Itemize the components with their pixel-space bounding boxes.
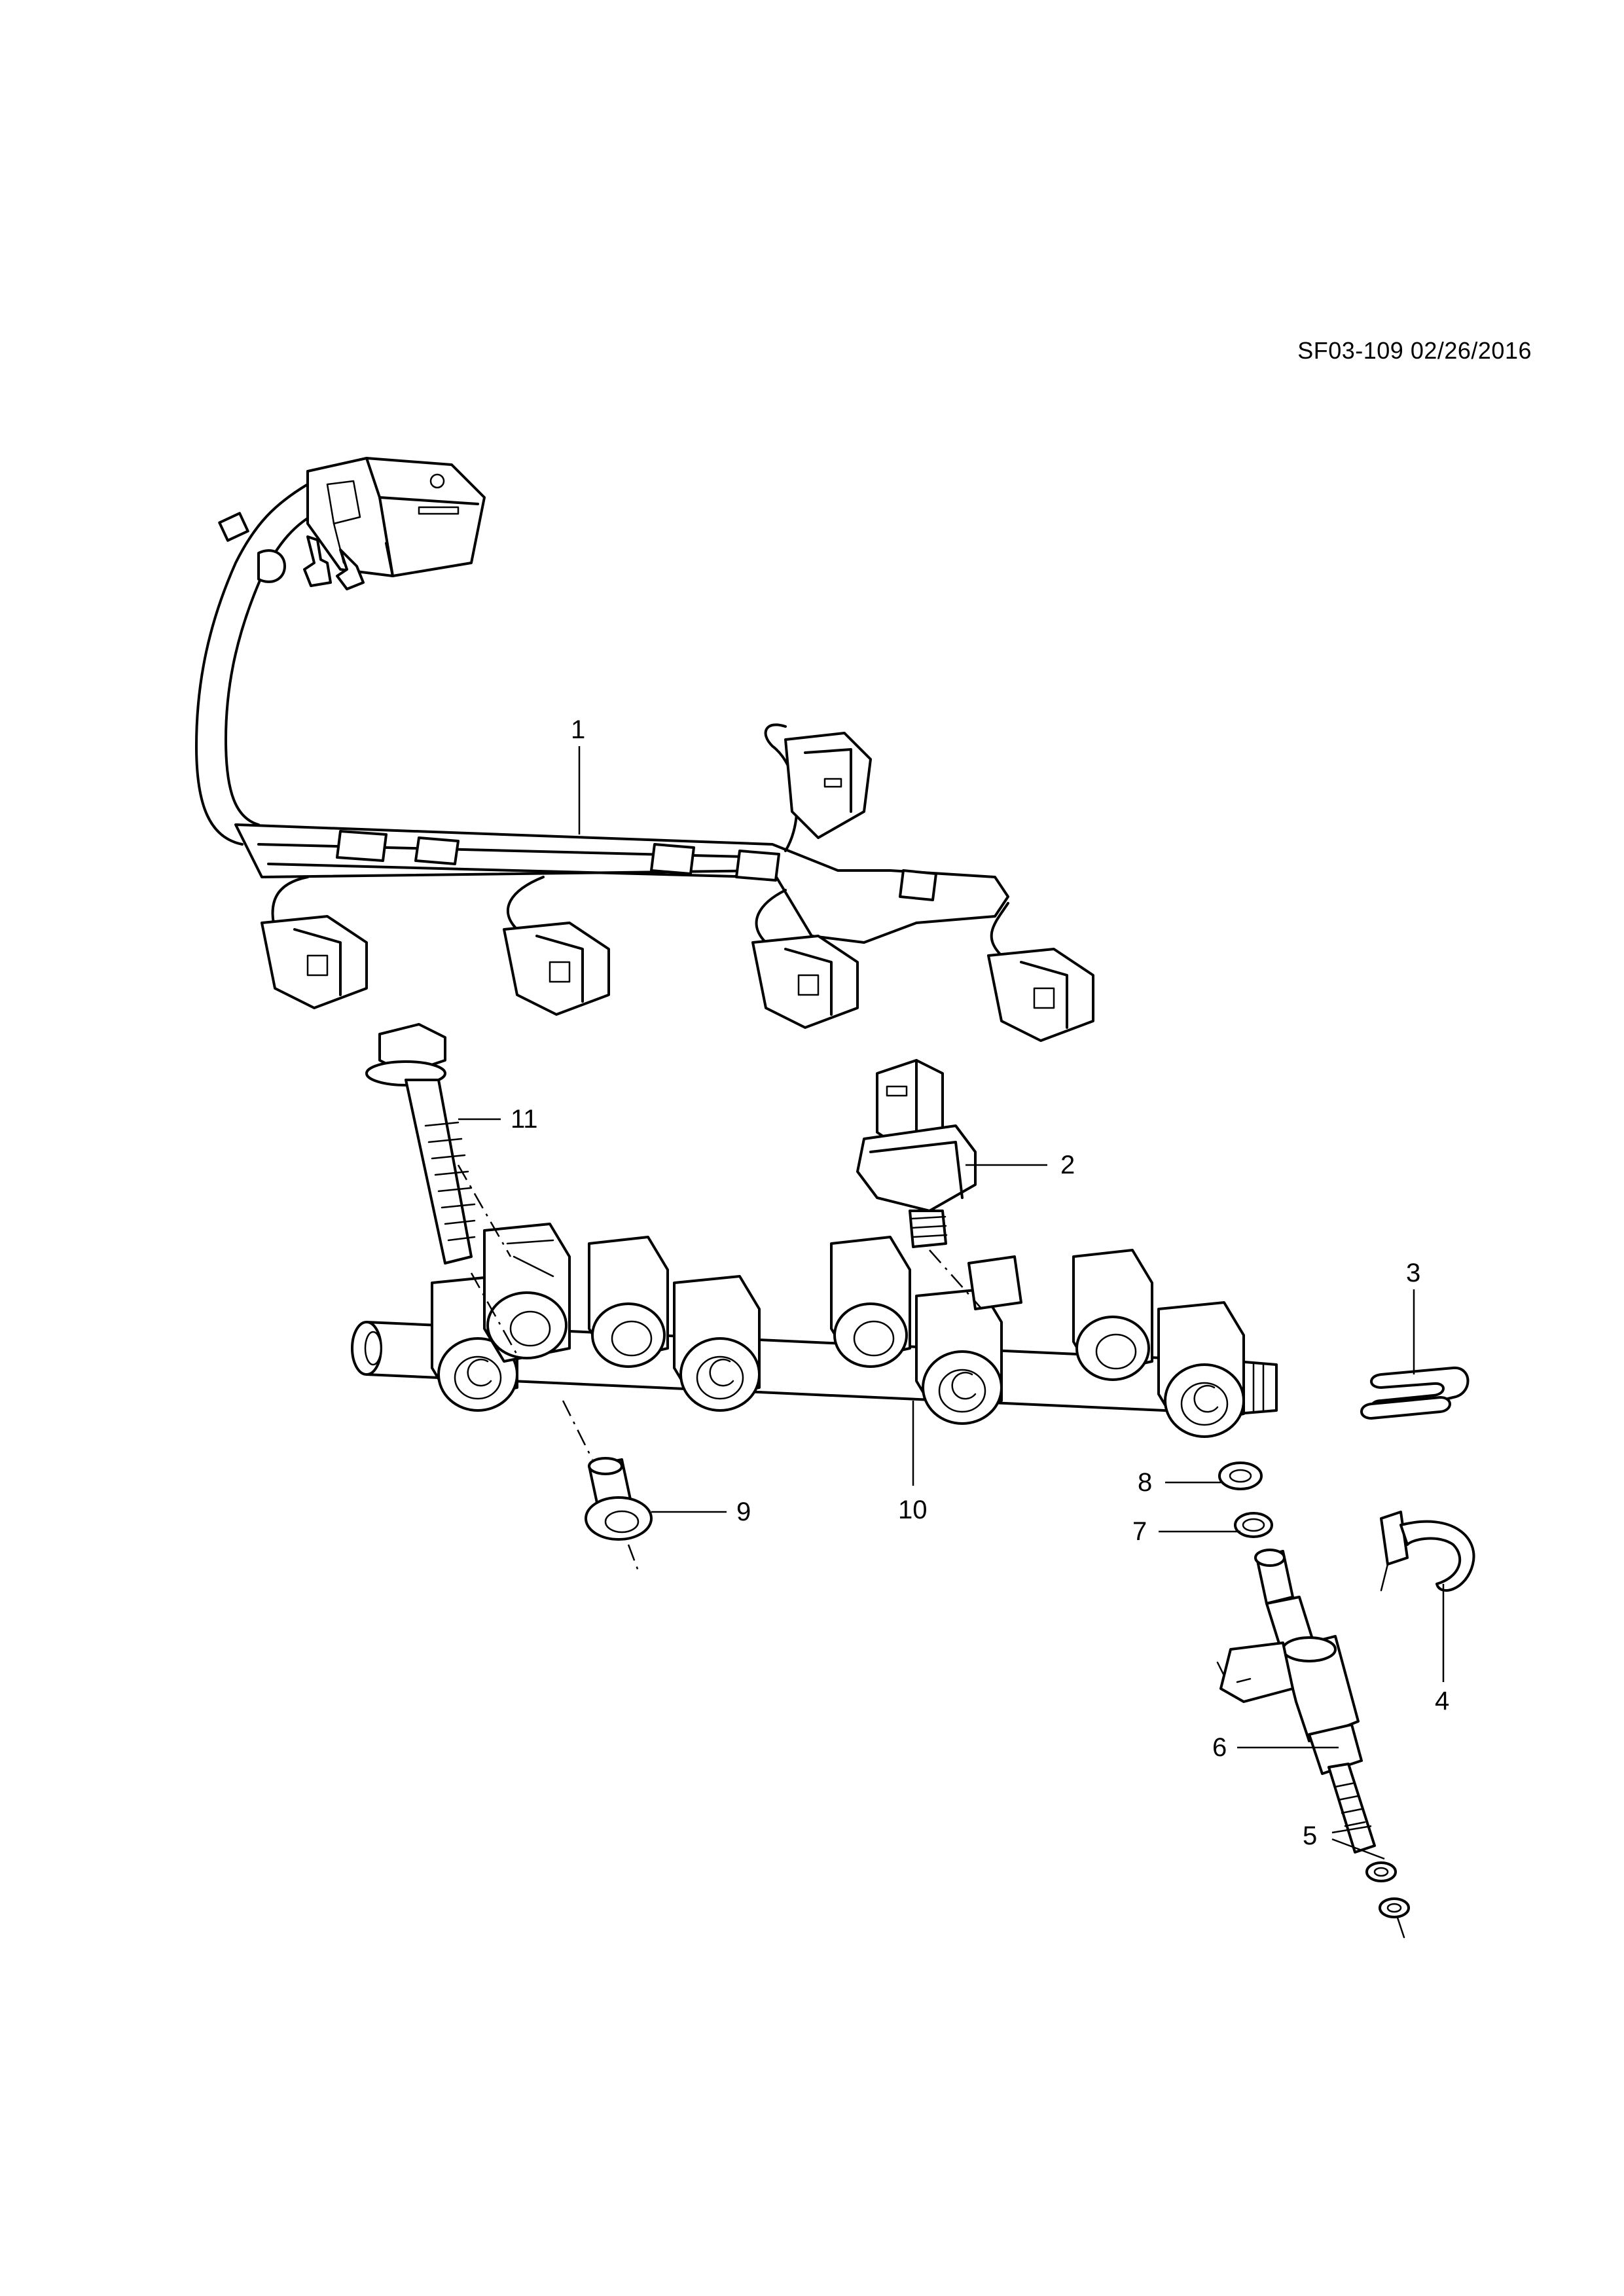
- harness-branch-connector: [764, 723, 872, 852]
- retaining-pin-part: [1360, 1366, 1470, 1420]
- callout-8: 8: [1138, 1468, 1152, 1497]
- callout-10: 10: [898, 1496, 928, 1524]
- o-ring-part: [1234, 1512, 1273, 1538]
- callout-11: 11: [511, 1105, 538, 1134]
- bolt-part: [365, 1023, 476, 1265]
- callout-1: 1: [571, 715, 585, 744]
- harness-injector-connector-4: [987, 902, 1094, 1042]
- callout-9: 9: [736, 1498, 751, 1526]
- alignment-lines: [457, 1164, 983, 1571]
- callout-7: 7: [1132, 1517, 1147, 1546]
- spacer-part: [585, 1457, 653, 1541]
- seal-ring-part: [1218, 1462, 1263, 1490]
- harness-injector-connector-2: [503, 876, 610, 1016]
- harness-injector-connector-3: [751, 889, 859, 1029]
- nozzle-seals-part: [1365, 1861, 1410, 1939]
- fuel-injector-part: [1216, 1549, 1376, 1854]
- injector-clip-part: [1380, 1511, 1475, 1592]
- wiring-harness-part: [195, 457, 1094, 1042]
- fuel-rail-part: [351, 1223, 1278, 1438]
- callout-4: 4: [1435, 1687, 1449, 1715]
- harness-main-connector: [303, 457, 486, 590]
- callout-6: 6: [1212, 1733, 1227, 1762]
- harness-injector-connector-1: [261, 876, 368, 1009]
- callout-3: 3: [1406, 1259, 1420, 1287]
- callout-2: 2: [1060, 1151, 1075, 1179]
- callout-5: 5: [1303, 1821, 1317, 1850]
- drawing-reference: SF03-109 02/26/2016: [1297, 337, 1532, 364]
- callouts: 1 2 3 4 5 6 7 8 9 10 11: [458, 715, 1449, 1860]
- fuel-pressure-sensor-part: [856, 1059, 977, 1248]
